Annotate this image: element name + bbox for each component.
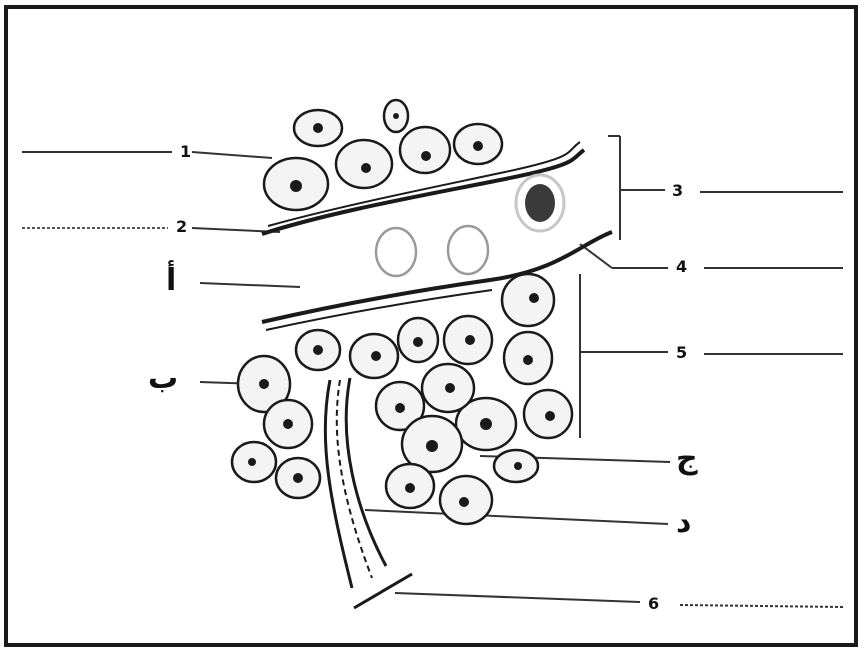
label-6: 6 [648,596,659,612]
label-3: 3 [672,183,683,199]
lower-cell-cluster [232,274,572,524]
white-blood-cell-nucleus [525,184,555,222]
red-blood-cell [448,226,488,274]
leader-line-dal [365,510,668,524]
label-jim: ج [676,444,698,474]
lower-vessel-wall [262,232,612,322]
leader-line-1-pointer [192,152,272,158]
leader-line-6-right [680,605,843,607]
label-2: 2 [176,219,187,235]
label-ba: ب [148,364,178,394]
fibre-strand-cut-end [354,574,412,608]
label-4: 4 [676,259,687,275]
upper-cell-layer [264,100,502,210]
red-blood-cell [376,228,416,276]
label-5: 5 [676,345,687,361]
label-1: 1 [180,144,191,160]
label-dal: د [676,508,691,538]
leader-line-alif [200,283,300,287]
label-alif: أ [166,266,176,296]
leader-line-6 [395,593,640,602]
